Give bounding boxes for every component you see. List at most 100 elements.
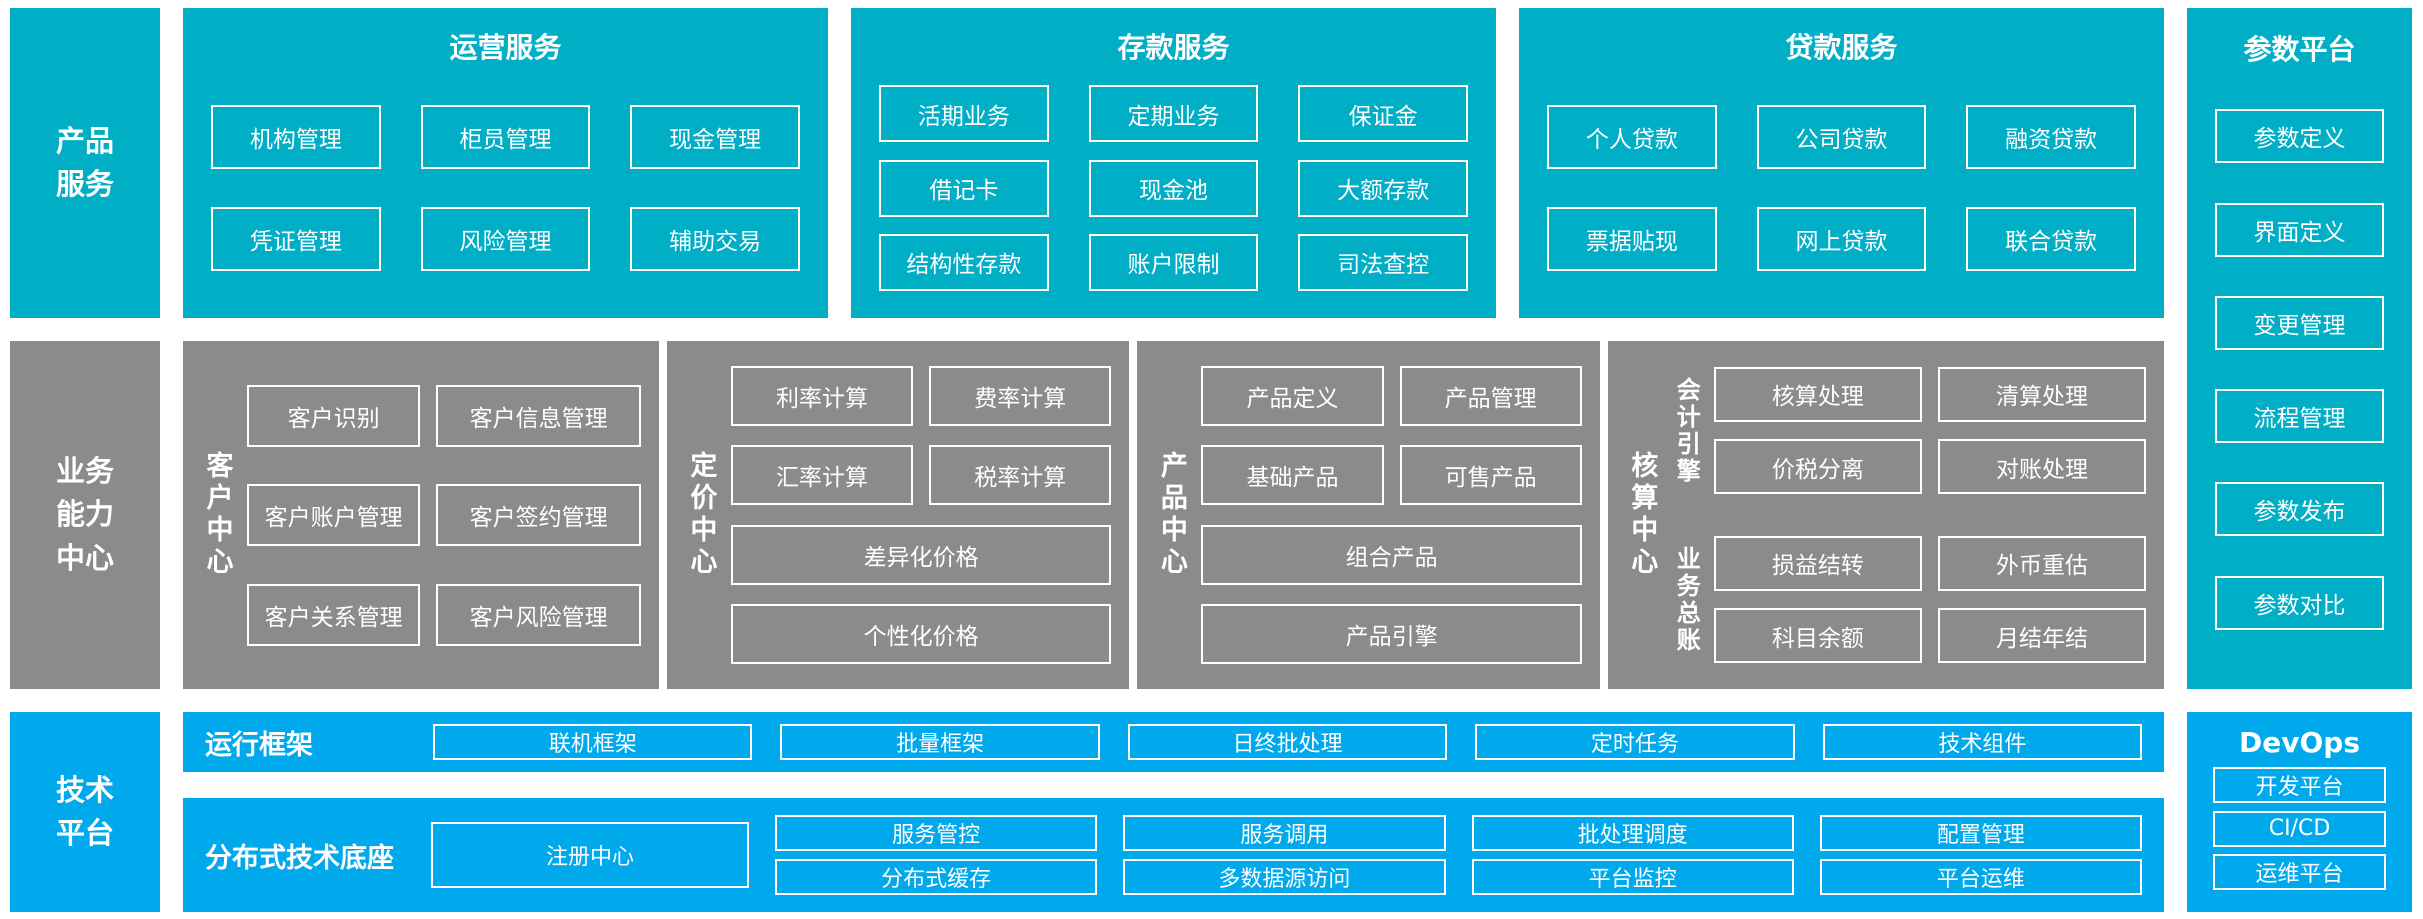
module-box: 定时任务: [1475, 724, 1795, 760]
rail-product-services: 产品服务: [10, 8, 160, 318]
distributed-base-grid: 服务管控 服务调用 批处理调度 配置管理 分布式缓存 多数据源访问 平台监控 平…: [775, 798, 2142, 912]
module-box: 平台运维: [1819, 859, 2142, 896]
accounting-groups: 会计引擎 核算处理 清算处理 价税分离 对账处理 业务总账 损益结转 外币重估 …: [1668, 347, 2156, 683]
module-box: 配置管理: [1819, 814, 2142, 851]
module-box: 批处理调度: [1471, 814, 1794, 851]
runtime-framework-bar: 运行框架 联机框架 批量框架 日终批处理 定时任务 技术组件: [183, 712, 2164, 772]
operations-services-grid: 机构管理 柜员管理 现金管理 凭证管理 风险管理 辅助交易: [183, 68, 828, 318]
operations-services-panel: 运营服务 机构管理 柜员管理 现金管理 凭证管理 风险管理 辅助交易: [183, 8, 828, 318]
module-box: 开发平台: [2213, 766, 2386, 803]
module-box: 平台监控: [1471, 859, 1794, 896]
rail-business-capability-label: 业务能力中心: [55, 453, 114, 575]
module-box: 对账处理: [1937, 439, 2147, 495]
module-box: 技术组件: [1822, 724, 2143, 760]
accounting-center-panel: 核算中心 会计引擎 核算处理 清算处理 价税分离 对账处理 业务总账 损益结转 …: [1607, 341, 2165, 689]
loan-services-panel: 贷款服务 个人贷款 公司贷款 融资贷款 票据贴现 网上贷款 联合贷款: [1519, 8, 2164, 318]
module-box: 保证金: [1298, 85, 1468, 143]
module-box: 外币重估: [1937, 535, 2147, 591]
distributed-base-bar: 分布式技术底座 注册中心 服务管控 服务调用 批处理调度 配置管理 分布式缓存 …: [183, 798, 2164, 912]
module-box: 服务管控: [775, 814, 1098, 851]
module-box-wide: 产品引擎: [1201, 603, 1582, 664]
module-box: 价税分离: [1713, 439, 1922, 495]
module-box: 日终批处理: [1127, 724, 1448, 760]
module-box: 服务调用: [1123, 814, 1446, 851]
accounting-engine-group: 会计引擎 核算处理 清算处理 价税分离 对账处理: [1668, 349, 2147, 512]
devops-title: DevOps: [2239, 726, 2360, 759]
product-center-panel: 产品中心 产品定义 产品管理 基础产品 可售产品 组合产品 产品引擎: [1137, 341, 1600, 689]
module-box: 损益结转: [1713, 535, 1922, 591]
customer-center-panel: 客户中心 客户识别 客户信息管理 客户账户管理 客户签约管理 客户关系管理 客户…: [183, 341, 659, 689]
customer-center-grid: 客户识别 客户信息管理 客户账户管理 客户签约管理 客户关系管理 客户风险管理: [243, 347, 651, 683]
deposit-services-grid: 活期业务 定期业务 保证金 借记卡 现金池 大额存款 结构性存款 账户限制 司法…: [851, 68, 1496, 318]
pricing-center-grid: 利率计算 费率计算 汇率计算 税率计算 差异化价格 个性化价格: [727, 347, 1121, 683]
runtime-framework-label: 运行框架: [205, 729, 313, 761]
module-box: 大额存款: [1298, 159, 1468, 217]
module-box: 司法查控: [1298, 233, 1468, 291]
module-box: 变更管理: [2215, 295, 2384, 350]
distributed-base-label: 分布式技术底座: [205, 842, 394, 874]
module-box: 机构管理: [211, 105, 381, 170]
rail-tech-platform: 技术平台: [10, 712, 160, 912]
pricing-center-label: 定价中心: [685, 451, 717, 579]
tech-platform-row: 运行框架 联机框架 批量框架 日终批处理 定时任务 技术组件 分布式技术底座 注…: [183, 712, 2164, 912]
module-box: 核算处理: [1713, 366, 1922, 422]
module-box: 界面定义: [2215, 202, 2384, 257]
rail-tech-platform-label: 技术平台: [55, 772, 114, 851]
devops-items: 开发平台 CI/CD 运维平台: [2213, 759, 2386, 898]
product-center-label: 产品中心: [1155, 451, 1187, 579]
deposit-services-panel: 存款服务 活期业务 定期业务 保证金 借记卡 现金池 大额存款 结构性存款 账户…: [851, 8, 1496, 318]
accounting-engine-grid: 核算处理 清算处理 价税分离 对账处理: [1706, 349, 2147, 512]
business-ledger-group: 业务总账 损益结转 外币重估 科目余额 月结年结: [1668, 518, 2147, 681]
module-box: 现金管理: [630, 105, 800, 170]
module-box: 客户信息管理: [436, 384, 641, 447]
module-box: 结构性存款: [879, 233, 1049, 291]
operations-services-title: 运营服务: [449, 31, 562, 64]
module-box: 参数对比: [2215, 575, 2384, 630]
customer-center-label: 客户中心: [201, 451, 233, 579]
module-box-wide: 个性化价格: [730, 603, 1112, 664]
loan-services-grid: 个人贷款 公司贷款 融资贷款 票据贴现 网上贷款 联合贷款: [1519, 68, 2164, 318]
module-box: 账户限制: [1088, 233, 1259, 291]
module-box: 多数据源访问: [1123, 859, 1446, 896]
business-ledger-grid: 损益结转 外币重估 科目余额 月结年结: [1706, 518, 2147, 681]
business-ledger-label: 业务总账: [1672, 545, 1701, 654]
module-box: 运维平台: [2213, 854, 2386, 891]
module-box: 月结年结: [1937, 608, 2147, 664]
module-box: 税率计算: [929, 445, 1112, 506]
module-box: 分布式缓存: [775, 859, 1098, 896]
module-box: 产品定义: [1201, 366, 1384, 427]
module-box: 个人贷款: [1547, 105, 1717, 170]
pricing-center-panel: 定价中心 利率计算 费率计算 汇率计算 税率计算 差异化价格 个性化价格: [666, 341, 1130, 689]
module-box: 辅助交易: [630, 206, 800, 271]
parameter-platform-panel: 参数平台 参数定义 界面定义 变更管理 流程管理 参数发布 参数对比: [2187, 8, 2412, 689]
module-box: 定期业务: [1088, 85, 1259, 143]
registry-center-box: 注册中心: [431, 822, 749, 888]
module-box: 柜员管理: [420, 105, 591, 170]
business-capability-row: 客户中心 客户识别 客户信息管理 客户账户管理 客户签约管理 客户关系管理 客户…: [183, 341, 2165, 689]
module-box: 活期业务: [879, 85, 1049, 143]
loan-services-title: 贷款服务: [1785, 31, 1898, 64]
module-box-wide: 组合产品: [1201, 524, 1582, 585]
module-box-wide: 差异化价格: [730, 524, 1112, 585]
module-box: 可售产品: [1399, 445, 1582, 506]
module-box: 网上贷款: [1756, 206, 1927, 271]
devops-panel: DevOps 开发平台 CI/CD 运维平台: [2187, 712, 2412, 912]
product-center-grid: 产品定义 产品管理 基础产品 可售产品 组合产品 产品引擎: [1197, 347, 1591, 683]
module-box: 基础产品: [1201, 445, 1384, 506]
rail-product-services-label: 产品服务: [55, 123, 114, 202]
rail-business-capability: 业务能力中心: [10, 341, 160, 689]
parameter-platform-items: 参数定义 界面定义 变更管理 流程管理 参数发布 参数对比: [2215, 70, 2384, 669]
module-box: 科目余额: [1713, 608, 1922, 664]
module-box: 费率计算: [929, 366, 1112, 427]
product-services-row: 运营服务 机构管理 柜员管理 现金管理 凭证管理 风险管理 辅助交易 存款服务 …: [183, 8, 2164, 318]
module-box: 客户账户管理: [247, 484, 421, 546]
parameter-platform-title: 参数平台: [2243, 33, 2356, 66]
module-box: 汇率计算: [730, 445, 914, 506]
module-box: 风险管理: [420, 206, 591, 271]
module-box: 参数发布: [2215, 482, 2384, 537]
module-box: 产品管理: [1399, 366, 1582, 427]
module-box: 票据贴现: [1547, 206, 1717, 271]
module-box: CI/CD: [2213, 810, 2386, 847]
module-box: 客户识别: [247, 384, 421, 447]
module-box: 参数定义: [2215, 109, 2384, 164]
